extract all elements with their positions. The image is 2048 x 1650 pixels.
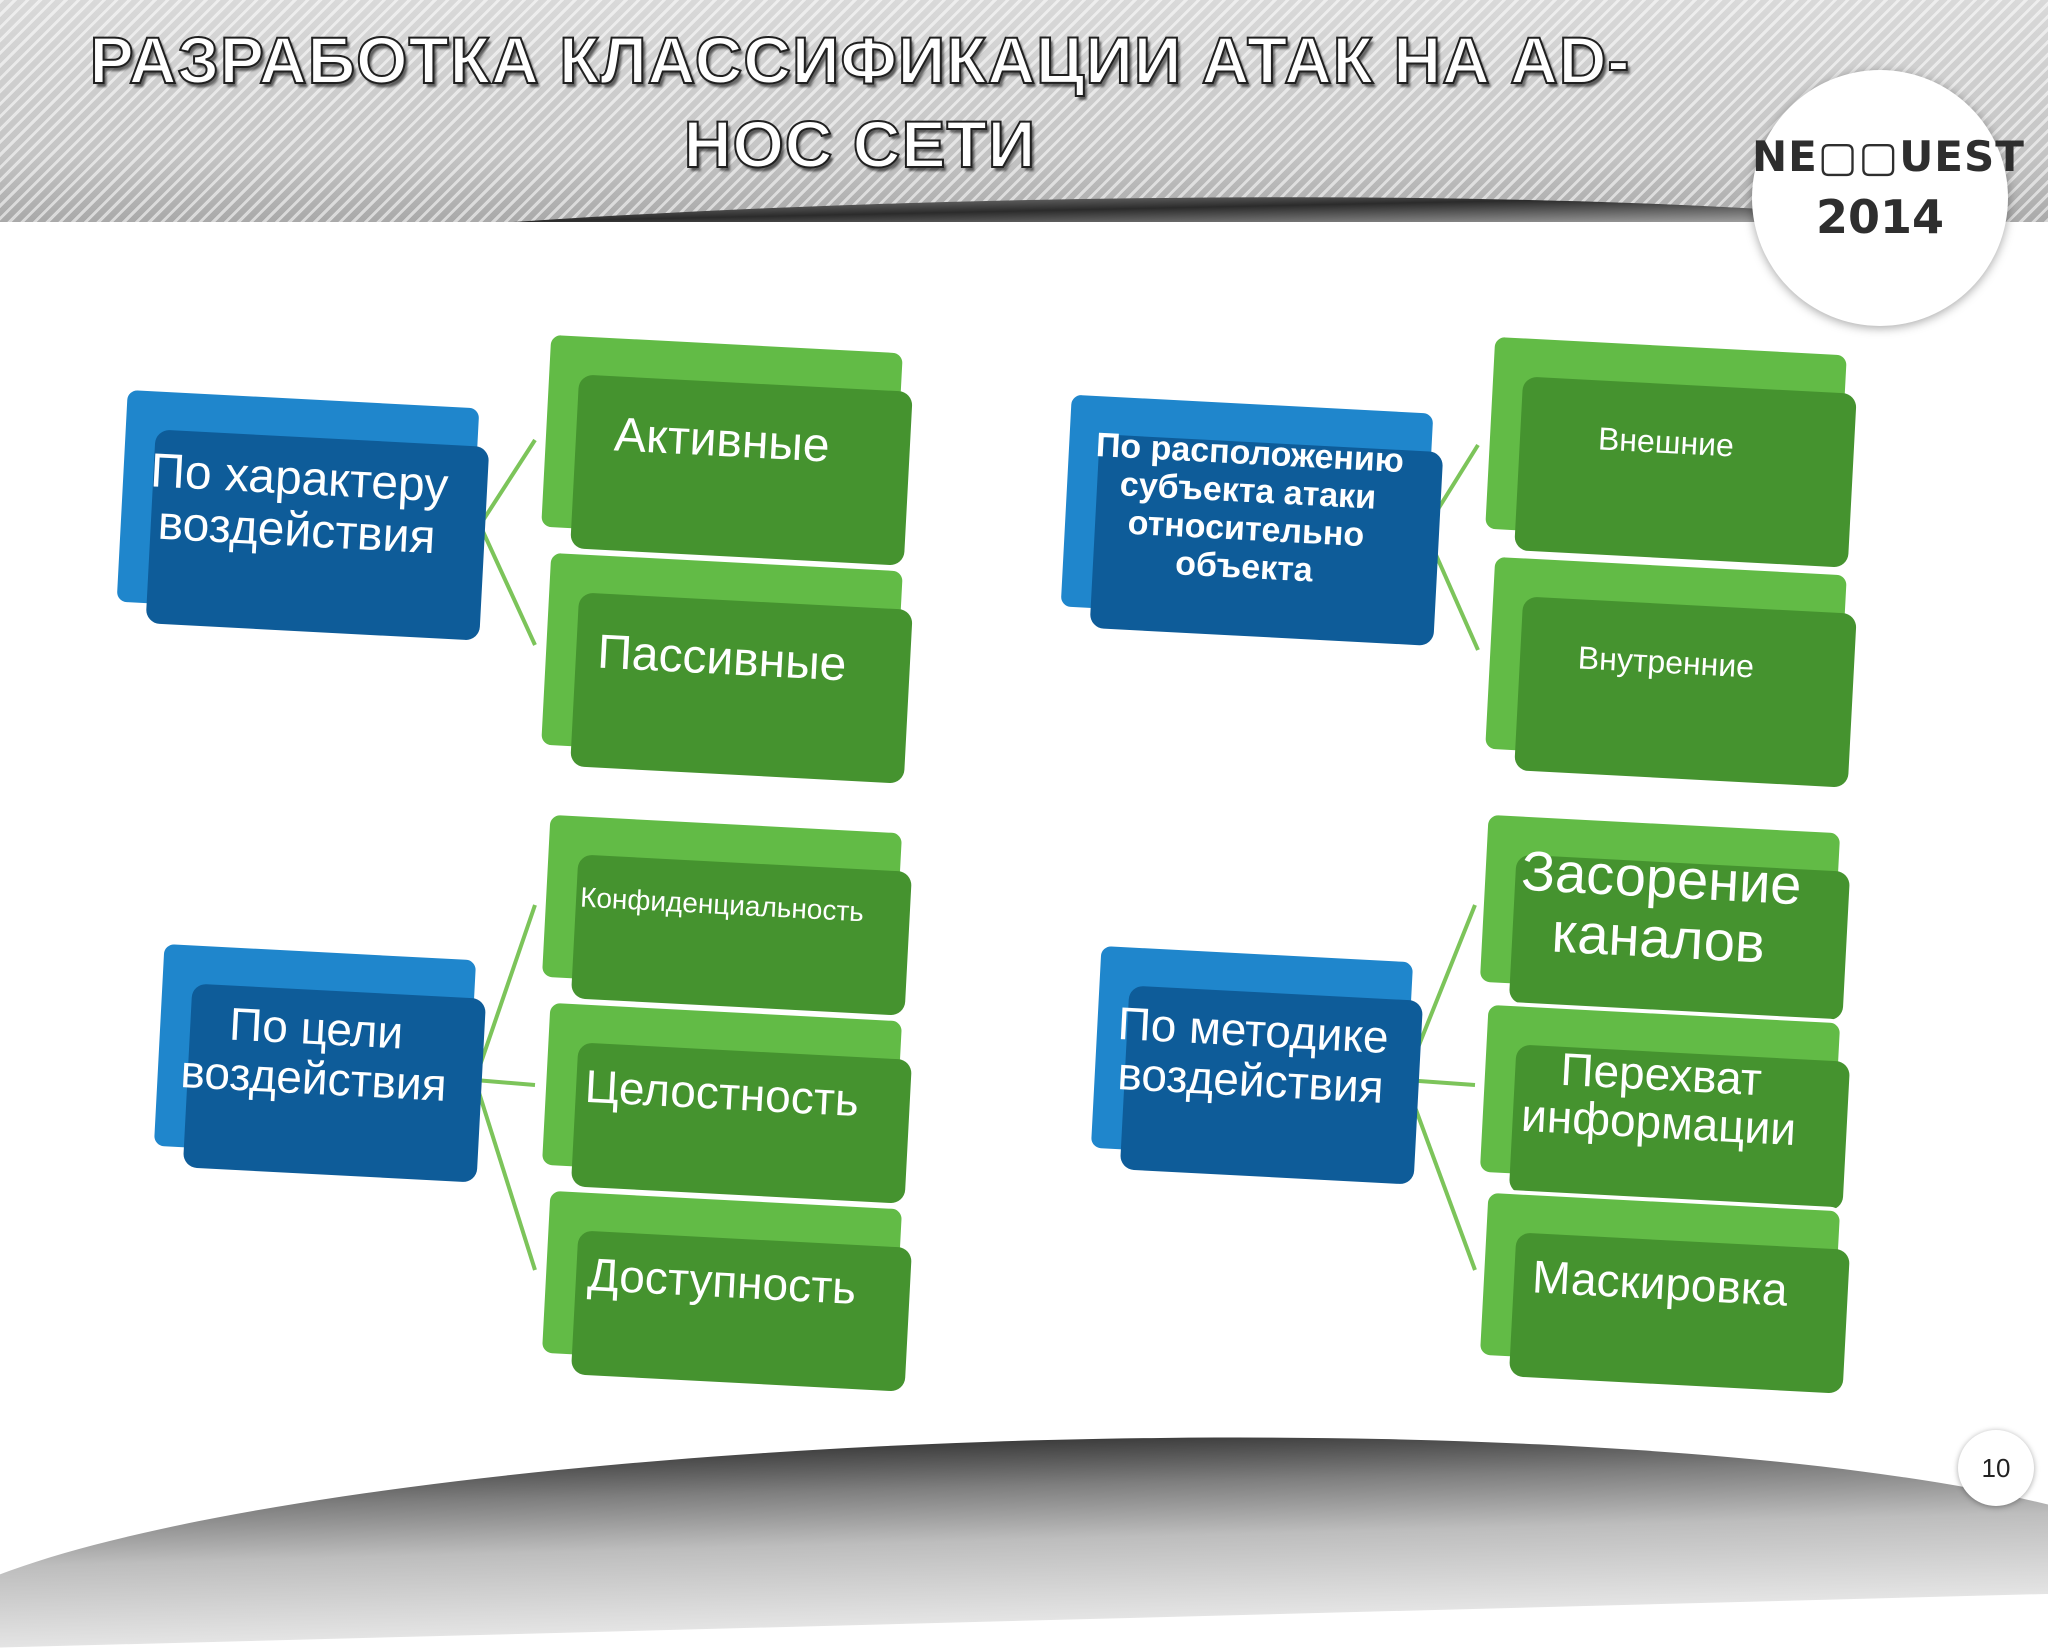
category-label: По расположению субъекта атаки относител… xyxy=(1095,426,1405,590)
item-label: Перехват информации xyxy=(1520,1042,1798,1155)
connector-line xyxy=(478,438,537,527)
item-box-integrity: Целостность xyxy=(537,998,907,1188)
item-box-availability: Доступность xyxy=(537,1186,907,1376)
connector-line xyxy=(474,1078,536,1087)
item-box-interception: Перехват информации xyxy=(1475,1000,1845,1195)
category-box-goal: По цели воздействия xyxy=(149,939,481,1167)
category-label: По методике воздействия xyxy=(1116,996,1390,1113)
item-label: Доступность xyxy=(586,1248,858,1314)
item-label: Пассивные xyxy=(596,625,848,691)
item-box-masking: Маскировка xyxy=(1475,1188,1845,1378)
item-label: Внешние xyxy=(1597,419,1735,464)
category-box-character: По характеру воздействия xyxy=(112,385,484,625)
item-box-internal: Внутренние xyxy=(1481,552,1851,772)
item-label: Активные xyxy=(612,407,832,473)
slide-title-line-2: НОС СЕТИ xyxy=(683,106,1037,182)
category-label: По цели воздействия xyxy=(179,997,449,1111)
item-box-channel-flooding: Засорение каналов xyxy=(1475,810,1845,1005)
connector-line xyxy=(473,1079,537,1271)
connector-line xyxy=(473,904,537,1081)
item-box-passive: Пассивные xyxy=(537,548,907,768)
header-band: РАЗРАБОТКА КЛАССИФИКАЦИИ АТАК НА AD- НОС… xyxy=(0,0,2048,222)
logo-year: 2014 xyxy=(1815,190,1945,244)
item-label: Внутренние xyxy=(1577,638,1755,685)
slide-title-line-1: РАЗРАБОТКА КЛАССИФИКАЦИИ АТАК НА AD- xyxy=(89,22,1631,98)
item-box-active: Активные xyxy=(537,330,907,550)
category-label: По характеру воздействия xyxy=(149,444,450,565)
item-label: Целостность xyxy=(583,1059,861,1127)
item-label: Конфиденциальность xyxy=(579,881,865,928)
item-label: Маскировка xyxy=(1531,1250,1789,1316)
item-box-confidentiality: Конфиденциальность xyxy=(537,810,907,1000)
category-box-location: По расположению субъекта атаки относител… xyxy=(1056,390,1438,630)
category-box-method: По методике воздействия xyxy=(1086,941,1418,1169)
item-label: Засорение каналов xyxy=(1519,838,1804,974)
page-number: 10 xyxy=(1958,1430,2034,1506)
slide-title: РАЗРАБОТКА КЛАССИФИКАЦИИ АТАК НА AD- НОС… xyxy=(0,18,1720,186)
classification-diagram: По характеру воздействия Активные Пассив… xyxy=(0,0,2048,1536)
logo-word: NE▢▢UEST xyxy=(1752,132,2025,181)
nequest-logo: NE▢▢UEST 2014 xyxy=(1752,70,2025,326)
item-box-external: Внешние xyxy=(1481,332,1851,552)
connector-line xyxy=(478,524,537,646)
